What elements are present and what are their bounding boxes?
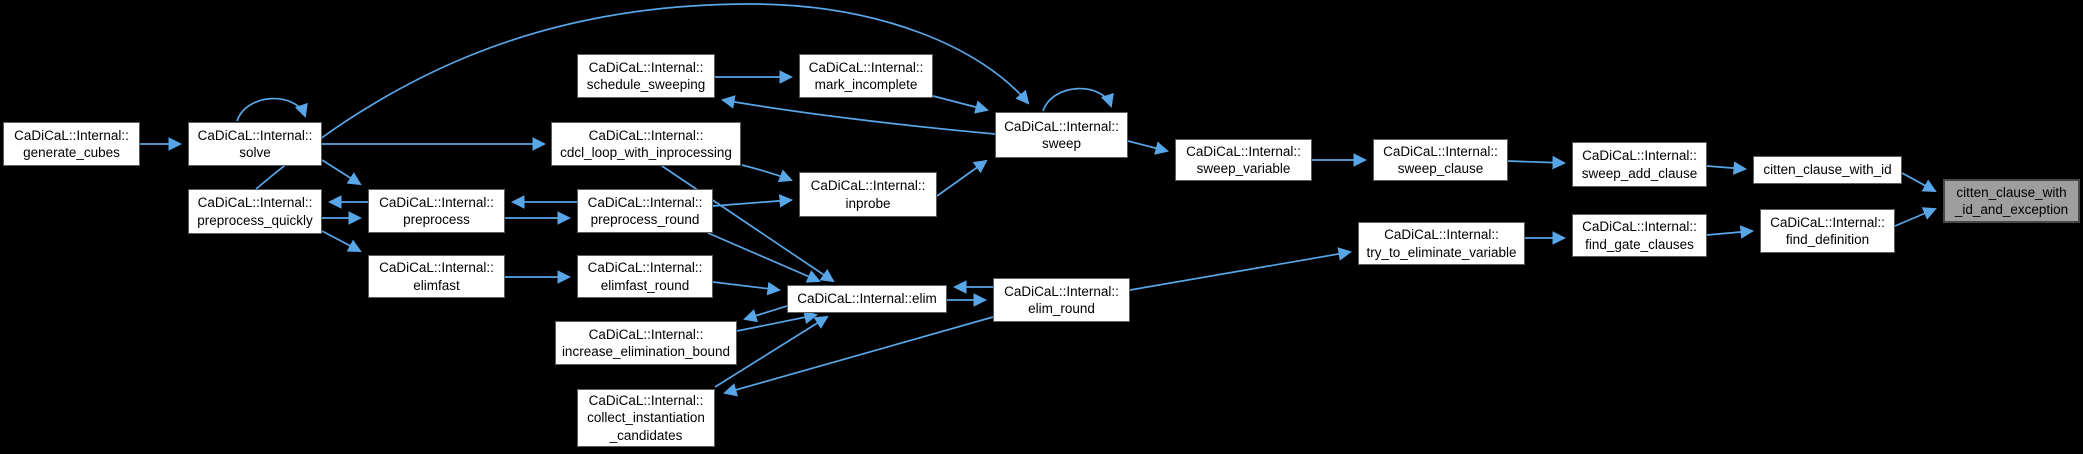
- node-label-line: sweep_add_clause: [1581, 165, 1698, 181]
- node-find_gate_clauses[interactable]: CaDiCaL::Internal::find_gate_clauses: [1572, 214, 1707, 257]
- edge-solve--preprocess: [321, 159, 362, 186]
- node-label-line: CaDiCaL::Internal::: [1384, 227, 1499, 243]
- node-label-line: citten_clause_with: [1956, 184, 2067, 200]
- node-label-line: CaDiCaL::Internal::: [810, 178, 926, 194]
- node-label-line: CaDiCaL::Internal::: [808, 59, 924, 75]
- node-label-line: try_to_eliminate_variable: [1366, 244, 1517, 260]
- node-label-line: solve: [239, 145, 271, 160]
- node-label-line: mark_incomplete: [814, 77, 918, 92]
- node-label-line: CaDiCaL::Internal::: [379, 194, 494, 210]
- node-elim_round[interactable]: CaDiCaL::Internal::elim_round: [993, 278, 1130, 322]
- edge-inprobe--sweep: [936, 159, 988, 197]
- node-label-line: find_definition: [1785, 232, 1870, 247]
- node-label-line: cdcl_loop_with_inprocessing: [560, 145, 732, 160]
- node-label-line: CaDiCaL::Internal::: [1004, 118, 1119, 134]
- node-label-line: CaDiCaL::Internal::: [379, 260, 494, 276]
- edge-elim_round--try_to_eliminate_variable: [1129, 247, 1353, 291]
- edge-increase_elimination_bound--elim: [736, 310, 818, 332]
- node-label-line: CaDiCaL::Internal::: [1770, 214, 1885, 230]
- node-mark_incomplete[interactable]: CaDiCaL::Internal::mark_incomplete: [799, 54, 933, 98]
- node-label-line: collect_instantiation: [587, 410, 705, 426]
- node-preprocess_round[interactable]: CaDiCaL::Internal::preprocess_round: [577, 189, 713, 233]
- node-label-line: CaDiCaL::Internal::: [1383, 143, 1498, 159]
- node-label-line: CaDiCaL::Internal::: [587, 260, 703, 276]
- node-label-line: elimfast: [413, 277, 460, 293]
- node-find_definition[interactable]: CaDiCaL::Internal::find_definition: [1760, 209, 1895, 253]
- edge-sweep--sweep: [1042, 87, 1114, 112]
- node-label-line: CaDiCaL::Internal::: [1582, 148, 1697, 164]
- node-sweep_clause[interactable]: CaDiCaL::Internal::sweep_clause: [1373, 139, 1508, 181]
- edge-elim--increase_elimination_bound: [743, 305, 788, 323]
- edge-preprocess_round--elim: [707, 232, 821, 283]
- node-label-line: CaDiCaL::Internal::: [588, 393, 704, 409]
- edge-find_definition--citten_clause_with_id_and_exception: [1894, 207, 1937, 227]
- node-label-line: CaDiCaL::Internal::: [588, 59, 704, 75]
- edge-elimfast_round--elim: [712, 281, 782, 296]
- node-increase_elimination_bound[interactable]: CaDiCaL::Internal::increase_elimination_…: [555, 321, 737, 365]
- node-label-line: CaDiCaL::Internal::: [14, 127, 129, 143]
- node-collect_instantiation_candidates[interactable]: CaDiCaL::Internal::collect_instantiation…: [577, 389, 715, 447]
- edge-preprocess_quickly--elimfast: [321, 230, 362, 252]
- node-label-line: CaDiCaL::Internal::: [1186, 143, 1301, 159]
- node-cdcl_loop_with_inprocessing[interactable]: CaDiCaL::Internal::cdcl_loop_with_inproc…: [551, 122, 741, 166]
- node-citten_clause_with_id_and_exception: citten_clause_with _id_and_exception: [1943, 179, 2080, 223]
- node-elimfast_round[interactable]: CaDiCaL::Internal::elimfast_round: [577, 255, 713, 298]
- node-label-line: find_gate_clauses: [1585, 236, 1694, 252]
- node-label-line: preprocess_quickly: [197, 212, 313, 228]
- node-label-line: CaDiCaL::Internal::elim: [797, 291, 937, 307]
- node-solve[interactable]: CaDiCaL::Internal::solve: [188, 122, 322, 166]
- node-label-line: sweep_clause: [1397, 161, 1484, 176]
- node-preprocess_quickly[interactable]: CaDiCaL::Internal::preprocess_quickly: [188, 189, 322, 234]
- edge-sweep--sweep_variable: [1127, 140, 1169, 155]
- node-sweep_variable[interactable]: CaDiCaL::Internal::sweep_variable: [1175, 139, 1312, 181]
- edge-cdcl_loop_with_inprocessing--elim: [661, 165, 835, 283]
- node-label-line: CaDiCaL::Internal::: [1004, 283, 1119, 299]
- node-label-line: CaDiCaL::Internal::: [588, 127, 704, 143]
- node-label-line: CaDiCaL::Internal::: [1582, 219, 1697, 235]
- node-label-line: CaDiCaL::Internal::: [588, 326, 704, 342]
- edge-elim_round--collect_instantiation_candidates: [723, 316, 994, 397]
- node-inprobe[interactable]: CaDiCaL::Internal::inprobe: [799, 172, 937, 217]
- edge-solve--solve: [236, 97, 308, 122]
- node-label-line: preprocess_round: [590, 212, 700, 227]
- edge-find_gate_clauses--find_definition: [1706, 225, 1755, 239]
- node-sweep_add_clause[interactable]: CaDiCaL::Internal::sweep_add_clause: [1572, 142, 1707, 187]
- node-label-line: sweep_variable: [1196, 161, 1291, 176]
- node-elimfast[interactable]: CaDiCaL::Internal::elimfast: [368, 255, 505, 298]
- node-label-line: CaDiCaL::Internal::: [197, 195, 313, 211]
- edge-preprocess_quickly--sweep: [255, 3, 1030, 190]
- node-elim[interactable]: CaDiCaL::Internal::elim: [787, 285, 947, 313]
- node-label-line: sweep: [1041, 136, 1082, 151]
- edge-sweep_add_clause--citten_clause_with_id: [1706, 161, 1748, 175]
- node-label-line: generate_cubes: [23, 145, 120, 160]
- edge-sweep--schedule_sweeping: [720, 95, 996, 135]
- node-schedule_sweeping[interactable]: CaDiCaL::Internal::schedule_sweeping: [577, 54, 715, 98]
- node-citten_clause_with_id[interactable]: citten_clause_with_id: [1753, 156, 1902, 184]
- edge-sweep_clause--sweep_add_clause: [1507, 155, 1567, 170]
- edge-preprocess_round--inprobe: [712, 194, 794, 208]
- node-label-line: schedule_sweeping: [586, 77, 706, 92]
- node-label-line: CaDiCaL::Internal::: [197, 127, 313, 143]
- node-sweep[interactable]: CaDiCaL::Internal::sweep: [995, 112, 1128, 158]
- node-label-line: elim_round: [1028, 301, 1095, 316]
- node-label-line: CaDiCaL::Internal::: [587, 194, 703, 210]
- edge-collect_instantiation_candidates--elim: [714, 315, 829, 388]
- edge-citten_clause_with_id--citten_clause_with_id_and_exception: [1901, 172, 1937, 192]
- node-label-line: increase_elimination_bound: [561, 344, 731, 359]
- node-preprocess[interactable]: CaDiCaL::Internal::preprocess: [368, 189, 505, 233]
- node-label-line: _candidates: [609, 427, 683, 443]
- node-generate_cubes[interactable]: CaDiCaL::Internal::generate_cubes: [3, 122, 140, 166]
- node-label-line: citten_clause_with_id: [1763, 162, 1892, 178]
- node-label-line: _id_and_exception: [1954, 202, 2069, 217]
- node-label-line: preprocess: [403, 212, 470, 227]
- edge-mark_incomplete--sweep: [932, 95, 989, 114]
- node-try_to_eliminate_variable[interactable]: CaDiCaL::Internal::try_to_eliminate_vari…: [1358, 222, 1525, 265]
- node-label-line: inprobe: [845, 195, 891, 211]
- edge-cdcl_loop_with_inprocessing--inprobe: [741, 164, 793, 183]
- node-label-line: elimfast_round: [600, 277, 690, 293]
